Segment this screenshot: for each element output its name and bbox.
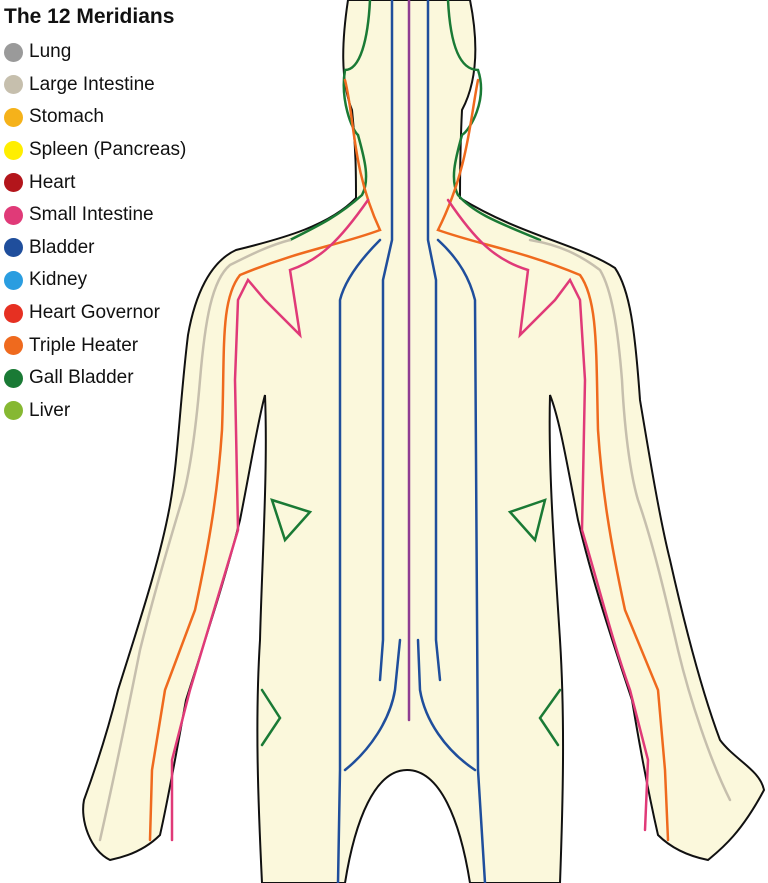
legend-list: Lung Large Intestine Stomach Spleen (Pan…: [4, 36, 186, 427]
legend: The 12 Meridians Lung Large Intestine St…: [4, 4, 186, 427]
legend-label: Spleen (Pancreas): [29, 139, 186, 161]
legend-color-dot-icon: [4, 108, 23, 127]
legend-color-dot-icon: [4, 369, 23, 388]
legend-color-dot-icon: [4, 336, 23, 355]
legend-color-dot-icon: [4, 271, 23, 290]
legend-label: Stomach: [29, 106, 104, 128]
figure-title: The 12 Meridians: [4, 4, 186, 30]
legend-item: Stomach: [4, 101, 186, 134]
legend-label: Kidney: [29, 269, 87, 291]
legend-label: Triple Heater: [29, 335, 138, 357]
legend-item: Large Intestine: [4, 69, 186, 102]
legend-item: Bladder: [4, 232, 186, 265]
legend-label: Heart Governor: [29, 302, 160, 324]
legend-color-dot-icon: [4, 141, 23, 160]
legend-color-dot-icon: [4, 75, 23, 94]
legend-label: Small Intestine: [29, 204, 154, 226]
legend-color-dot-icon: [4, 401, 23, 420]
legend-item: Small Intestine: [4, 199, 186, 232]
legend-color-dot-icon: [4, 173, 23, 192]
legend-item: Liver: [4, 395, 186, 428]
legend-item: Kidney: [4, 264, 186, 297]
legend-item: Heart: [4, 166, 186, 199]
legend-item: Lung: [4, 36, 186, 69]
legend-item: Triple Heater: [4, 329, 186, 362]
legend-color-dot-icon: [4, 43, 23, 62]
legend-label: Gall Bladder: [29, 367, 134, 389]
legend-label: Lung: [29, 41, 71, 63]
legend-label: Large Intestine: [29, 74, 155, 96]
legend-item: Gall Bladder: [4, 362, 186, 395]
legend-color-dot-icon: [4, 304, 23, 323]
legend-color-dot-icon: [4, 206, 23, 225]
legend-label: Heart: [29, 172, 75, 194]
legend-label: Liver: [29, 400, 70, 422]
legend-color-dot-icon: [4, 238, 23, 257]
legend-item: Spleen (Pancreas): [4, 134, 186, 167]
legend-item: Heart Governor: [4, 297, 186, 330]
legend-label: Bladder: [29, 237, 95, 259]
